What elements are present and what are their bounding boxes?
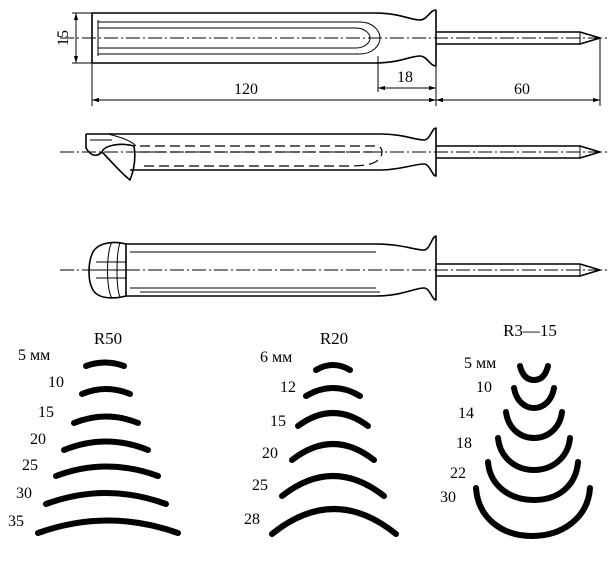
profile-arc bbox=[279, 473, 387, 499]
top-view: 15 120 18 60 bbox=[55, 9, 608, 106]
section-view bbox=[60, 127, 608, 181]
profile-size-label: 14 bbox=[458, 405, 474, 422]
profile-arc bbox=[517, 363, 551, 384]
side-view bbox=[60, 235, 608, 301]
profile-arc bbox=[313, 362, 353, 373]
profile-arc bbox=[485, 459, 581, 504]
profile-size-label: 15 bbox=[38, 404, 54, 421]
profile-size-label: 20 bbox=[262, 445, 278, 462]
profile-arc bbox=[473, 485, 593, 540]
profile-size-label: 28 bbox=[244, 511, 260, 528]
profile-size-label: 5 мм bbox=[18, 347, 50, 364]
profile-set-r20: R20 6 мм 12 15 20 25 28 bbox=[244, 329, 399, 537]
profile-size-label: 30 bbox=[440, 489, 456, 506]
profile-radius-label: R3—15 bbox=[503, 321, 557, 340]
profile-radius-label: R20 bbox=[320, 329, 348, 348]
blade-length-label: 60 bbox=[514, 81, 530, 98]
profile-size-label: 10 bbox=[476, 379, 492, 396]
profile-size-label: 30 bbox=[16, 485, 32, 502]
handle-length-label: 120 bbox=[234, 81, 258, 98]
profile-arc bbox=[35, 517, 181, 536]
profile-arc bbox=[71, 413, 141, 426]
profile-arc bbox=[503, 409, 565, 442]
profile-size-label: 18 bbox=[456, 435, 472, 452]
profile-size-label: 25 bbox=[252, 477, 268, 494]
profile-set-r50: R50 5 мм 10 15 20 25 30 35 bbox=[8, 329, 181, 536]
profile-arc bbox=[511, 385, 557, 412]
profile-size-label: 10 bbox=[48, 374, 64, 391]
neck-length-label: 18 bbox=[397, 69, 413, 86]
profile-arc bbox=[61, 438, 151, 453]
profile-arc bbox=[83, 359, 127, 369]
profile-size-label: 6 мм bbox=[260, 349, 292, 366]
profile-radius-label: R50 bbox=[94, 329, 122, 348]
profile-arc bbox=[295, 410, 371, 429]
profile-size-label: 5 мм bbox=[464, 355, 496, 372]
profile-arc bbox=[495, 435, 573, 474]
profile-arc bbox=[53, 463, 161, 479]
profile-size-label: 22 bbox=[450, 465, 466, 482]
diameter-label: 15 bbox=[55, 30, 72, 46]
profile-arc bbox=[289, 441, 377, 463]
profile-size-label: 15 bbox=[270, 413, 286, 430]
profile-arc bbox=[43, 490, 169, 507]
profile-size-label: 12 bbox=[280, 379, 296, 396]
profile-size-label: 25 bbox=[22, 457, 38, 474]
profile-arc bbox=[79, 386, 133, 397]
profile-size-label: 20 bbox=[30, 431, 46, 448]
profile-set-r3-15: R3—15 5 мм 10 14 18 22 30 bbox=[440, 321, 593, 540]
profile-arc bbox=[303, 385, 363, 399]
profile-arc bbox=[269, 506, 399, 537]
profile-size-label: 35 bbox=[8, 513, 24, 530]
